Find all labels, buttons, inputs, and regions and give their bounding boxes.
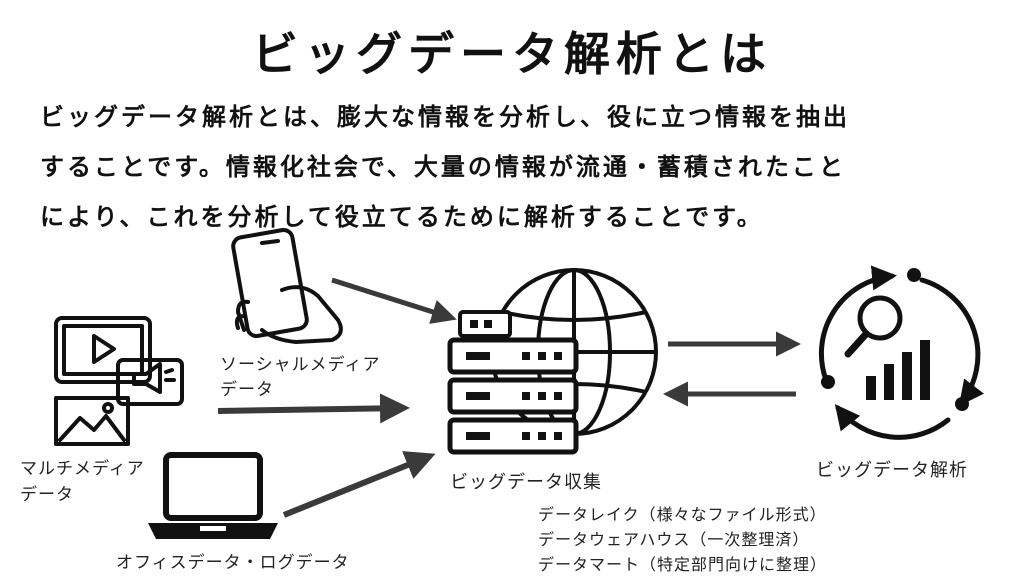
multimedia-label: マルチメディア データ (20, 456, 145, 508)
social-media-label-line2: データ (220, 380, 274, 400)
storage-item: データマート（特定部門向けに整理） (538, 555, 828, 574)
description-line: により、これを分析して役立てるために解析することです。 (40, 203, 764, 231)
analytics-cycle-icon (818, 265, 985, 440)
description-line: することです。情報化社会で、大量の情報が流通・蓄積されたこと (40, 153, 846, 181)
storage-item: データウェアハウス（一次整理済） (538, 530, 810, 549)
storage-list: データレイク（様々なファイル形式） データウェアハウス（一次整理済） データマー… (538, 502, 827, 577)
multimedia-label-line1: マルチメディア (20, 459, 145, 479)
arrow-office-to-hub (282, 451, 436, 518)
laptop-icon (148, 452, 278, 539)
arrows (217, 277, 801, 518)
analysis-label: ビッグデータ解析 (816, 460, 968, 481)
server-globe-icon (447, 268, 658, 455)
multimedia-label-line2: データ (20, 485, 74, 505)
page-title: ビッグデータ解析とは (252, 27, 772, 81)
storage-item: データレイク（様々なファイル形式） (538, 505, 827, 524)
description: ビッグデータ解析とは、膨大な情報を分析し、役に立つ情報を抽出 することです。情報… (40, 92, 990, 242)
social-media-label-line1: ソーシャルメディア (220, 355, 381, 375)
multimedia-icon (54, 316, 184, 446)
social-media-label: ソーシャルメディア データ (220, 350, 380, 400)
arrow-social-to-hub (331, 277, 457, 324)
office-label: オフィスデータ・ログデータ (116, 553, 350, 573)
description-line: ビッグデータ解析とは、膨大な情報を分析し、役に立つ情報を抽出 (40, 103, 850, 131)
hub-label: ビッグデータ収集 (450, 472, 602, 493)
smartphone-hand-icon (231, 227, 343, 344)
arrow-multimedia-to-hub (217, 393, 410, 424)
